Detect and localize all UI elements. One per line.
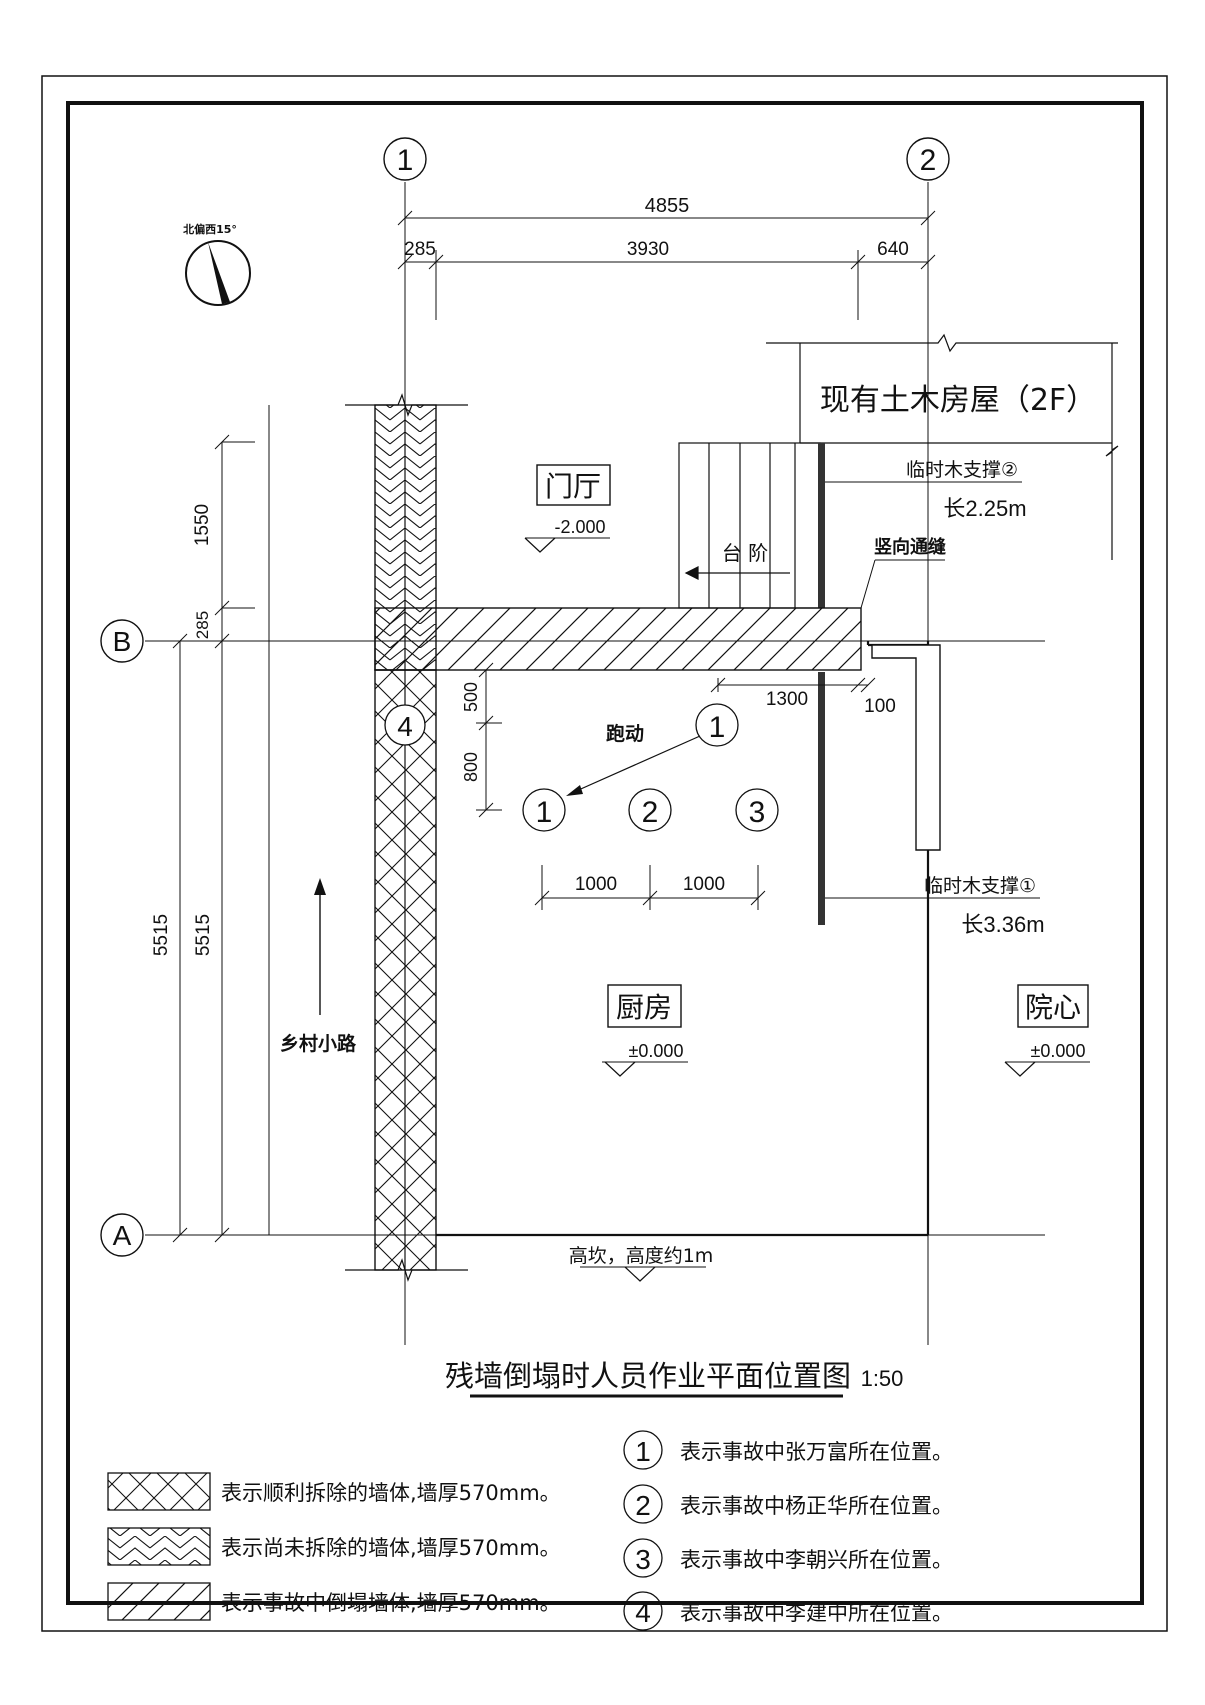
support1-label: 临时木支撑① [924, 875, 1036, 897]
run-arrow-head [566, 785, 583, 796]
remaining-wall-stub [871, 644, 941, 851]
inner-frame [66, 101, 1144, 1605]
axis-bubble-col2: 2 [906, 137, 950, 181]
left-dimensions [172, 405, 270, 1243]
legend-person-2: 2 表示事故中杨正华所在位置。 [623, 1484, 953, 1524]
axis-grid [145, 182, 1045, 1345]
svg-text:2: 2 [635, 1490, 651, 1521]
dim-1000-a: 1000 [575, 874, 617, 895]
steps-label: 台 阶 [722, 541, 768, 565]
svg-text:3: 3 [635, 1544, 651, 1575]
north-arrow-icon: 北偏西15° [183, 222, 251, 306]
vertical-gap-leader [860, 559, 945, 609]
axis-bubble-row-b: B [100, 619, 144, 663]
svg-text:表示事故中杨正华所在位置。: 表示事故中杨正华所在位置。 [680, 1494, 953, 1518]
marker-person-4: 4 [384, 704, 426, 746]
yard-level-icon [1004, 1061, 1036, 1077]
legend-person-3: 3 表示事故中李朝兴所在位置。 [623, 1538, 953, 1578]
yard-label: 院心 [1025, 991, 1081, 1024]
collapsed-wall [374, 607, 862, 671]
dim-5515-outer: 5515 [151, 914, 172, 956]
svg-text:B: B [113, 626, 132, 657]
dim-total-width: 4855 [645, 195, 690, 217]
legend-text-unremoved: 表示尚未拆除的墙体,墙厚570mm。 [221, 1536, 561, 1560]
existing-house [766, 333, 1119, 560]
support2-label: 临时木支撑② [906, 459, 1018, 481]
legend-person-1: 1 表示事故中张万富所在位置。 [623, 1430, 953, 1470]
hall-label-box [536, 464, 611, 506]
legend-person-4: 4 表示事故中李建中所在位置。 [623, 1591, 953, 1631]
axis-bubble-row-a: A [100, 1213, 144, 1257]
legend-swatch-unremoved [107, 1527, 211, 1566]
bank-label: 高坎，高度约1m [569, 1245, 714, 1267]
outer-frame [41, 75, 1168, 1632]
svg-text:2: 2 [920, 144, 937, 177]
svg-text:2: 2 [642, 796, 659, 829]
svg-text:3: 3 [749, 796, 766, 829]
svg-text:1: 1 [635, 1436, 651, 1467]
road-label: 乡村小路 [280, 1032, 357, 1055]
svg-text:表示事故中李朝兴所在位置。: 表示事故中李朝兴所在位置。 [680, 1548, 953, 1572]
kitchen-level-icon [604, 1061, 636, 1077]
svg-text:4: 4 [635, 1597, 651, 1628]
dim-640: 640 [877, 239, 909, 260]
legend-text-removed: 表示顺利拆除的墙体,墙厚570mm。 [221, 1481, 561, 1505]
wall-break-top [345, 393, 468, 417]
hall-label: 门厅 [545, 470, 601, 503]
timber-support-1 [818, 672, 825, 925]
hall-level-icon [524, 537, 556, 553]
kitchen-level: ±0.000 [629, 1041, 684, 1061]
dim-1000-b: 1000 [683, 874, 725, 895]
dim-100: 100 [864, 696, 896, 717]
timber-support-2 [818, 443, 825, 608]
support1-length: 长3.36m [961, 912, 1044, 937]
dim-500: 500 [461, 682, 481, 712]
marker-1-run-origin: 1 [695, 703, 739, 747]
marker-person-2: 2 [628, 788, 672, 832]
legend-text-collapsed: 表示事故中倒塌墙体,墙厚570mm。 [221, 1591, 561, 1615]
marker-person-3: 3 [735, 788, 779, 832]
legend-swatch-collapsed [107, 1582, 211, 1621]
svg-text:4: 4 [397, 711, 413, 742]
existing-house-label: 现有土木房屋（2F） [820, 383, 1096, 418]
road-arrow-head [314, 878, 326, 895]
top-dimensions [397, 210, 936, 320]
vertical-gap-label: 竖向通缝 [874, 536, 946, 558]
run-arrow [573, 735, 701, 793]
bank-level-icon [624, 1266, 656, 1282]
steps [678, 442, 821, 609]
yard-label-box [1017, 984, 1089, 1028]
marker-person-1: 1 [522, 788, 566, 832]
kitchen-label-box [607, 984, 682, 1028]
kitchen-walls [436, 641, 930, 1237]
dim-5515-inner: 5515 [193, 914, 214, 956]
kitchen-label: 厨房 [616, 991, 672, 1024]
svg-text:1: 1 [536, 796, 553, 829]
dim-1550: 1550 [192, 504, 213, 546]
drawing-title: 残墙倒塌时人员作业平面位置图 [445, 1359, 851, 1393]
dim-1300: 1300 [766, 689, 808, 710]
interior-dimensions [476, 662, 876, 910]
hall-level: -2.000 [554, 517, 605, 537]
support2-length: 长2.25m [943, 496, 1026, 521]
legend-swatch-removed [107, 1472, 211, 1511]
wall-break-bottom [345, 1258, 468, 1282]
svg-text:A: A [113, 1220, 132, 1251]
dim-3930: 3930 [627, 239, 669, 260]
yard-level: ±0.000 [1031, 1041, 1086, 1061]
dim-800: 800 [461, 752, 481, 782]
svg-text:1: 1 [397, 144, 414, 177]
svg-text:表示事故中李建中所在位置。: 表示事故中李建中所在位置。 [680, 1601, 953, 1625]
svg-text:表示事故中张万富所在位置。: 表示事故中张万富所在位置。 [680, 1440, 953, 1464]
svg-text:1: 1 [709, 711, 726, 744]
drawing-scale: 1:50 [861, 1366, 904, 1391]
dim-285-top: 285 [404, 239, 436, 260]
svg-text:北偏西15°: 北偏西15° [183, 222, 237, 236]
axis-bubble-col1: 1 [383, 137, 427, 181]
run-label: 跑动 [606, 722, 644, 745]
dim-285-left: 285 [193, 611, 212, 639]
